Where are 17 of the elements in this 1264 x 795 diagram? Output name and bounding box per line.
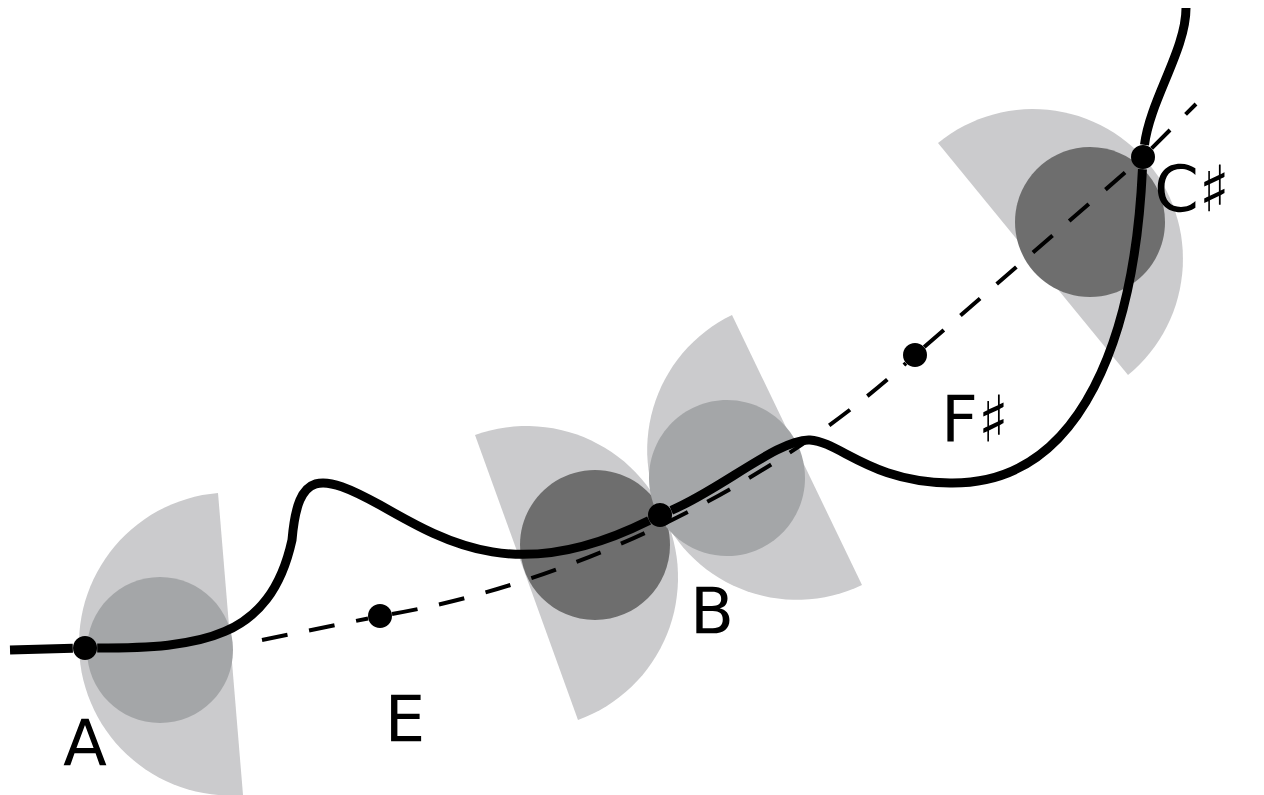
point-label: A	[63, 718, 107, 766]
point-dot	[648, 503, 672, 527]
point-label: F♯	[947, 394, 1004, 442]
curve	[9, 643, 73, 655]
point-dot	[73, 636, 97, 660]
point-label: E	[391, 694, 422, 742]
dashed-line	[391, 361, 908, 616]
curve	[97, 478, 651, 653]
curve	[1140, 7, 1191, 146]
dashed-line	[1150, 102, 1198, 150]
point-label: B	[696, 586, 730, 634]
curve	[669, 168, 1147, 515]
point-dot	[368, 604, 392, 628]
dashed-line	[261, 616, 369, 642]
point-label: C♯	[1157, 163, 1225, 213]
point-dot	[903, 343, 927, 367]
point-dot	[1131, 145, 1155, 169]
